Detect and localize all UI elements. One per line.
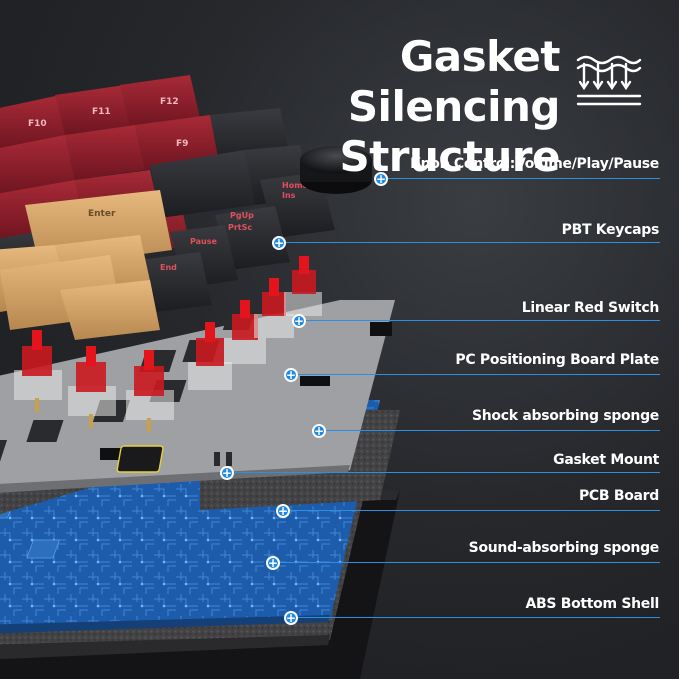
red-switches [14, 256, 322, 432]
volume-knob [300, 146, 372, 194]
keycap-legend: Ins [282, 191, 296, 200]
label-switch: Linear Red Switch [521, 300, 660, 316]
label-keycaps: PBT Keycaps [561, 222, 660, 238]
marker-plus-icon: + [284, 368, 298, 382]
pbt-keycaps: F11 F12 F10 F9 Enter Home Ins PgUp PrtSc… [0, 75, 335, 340]
label-shell: ABS Bottom Shell [525, 596, 659, 612]
marker-plus-icon: + [374, 172, 388, 186]
label-shock-sponge: Shock absorbing sponge [471, 408, 659, 424]
label-knob: Knob Control:Volume/Play/Pause [410, 156, 659, 172]
marker-plus-icon: + [312, 424, 326, 438]
keycap-legend: F9 [176, 139, 188, 149]
title-line-1: Gasket Silencing [347, 32, 561, 131]
keycap-legend: F12 [160, 97, 179, 107]
keycap-legend: PrtSc [228, 223, 252, 232]
keycap-legend: F10 [28, 119, 47, 129]
marker-plus-icon: + [276, 504, 290, 518]
label-plate: PC Positioning Board Plate [455, 352, 659, 368]
marker-plus-icon: + [284, 611, 298, 625]
keycap-legend: Pause [190, 237, 218, 246]
marker-plus-icon: + [292, 314, 306, 328]
marker-plus-icon: + [266, 556, 280, 570]
keycap-legend: F11 [92, 107, 111, 117]
marker-plus-icon: + [272, 236, 286, 250]
gasket-cushion-icon [576, 55, 642, 106]
label-gasket: Gasket Mount [553, 452, 659, 468]
label-sound-sponge: Sound-absorbing sponge [468, 540, 660, 556]
keycap-legend: Home [282, 181, 309, 190]
keycap-legend: PgUp [230, 211, 254, 220]
keycap-legend: End [160, 263, 177, 272]
marker-plus-icon: + [220, 466, 234, 480]
gasket-mount-part [116, 445, 232, 473]
label-pcb: PCB Board [578, 488, 659, 504]
keycap-legend: Enter [88, 209, 116, 219]
